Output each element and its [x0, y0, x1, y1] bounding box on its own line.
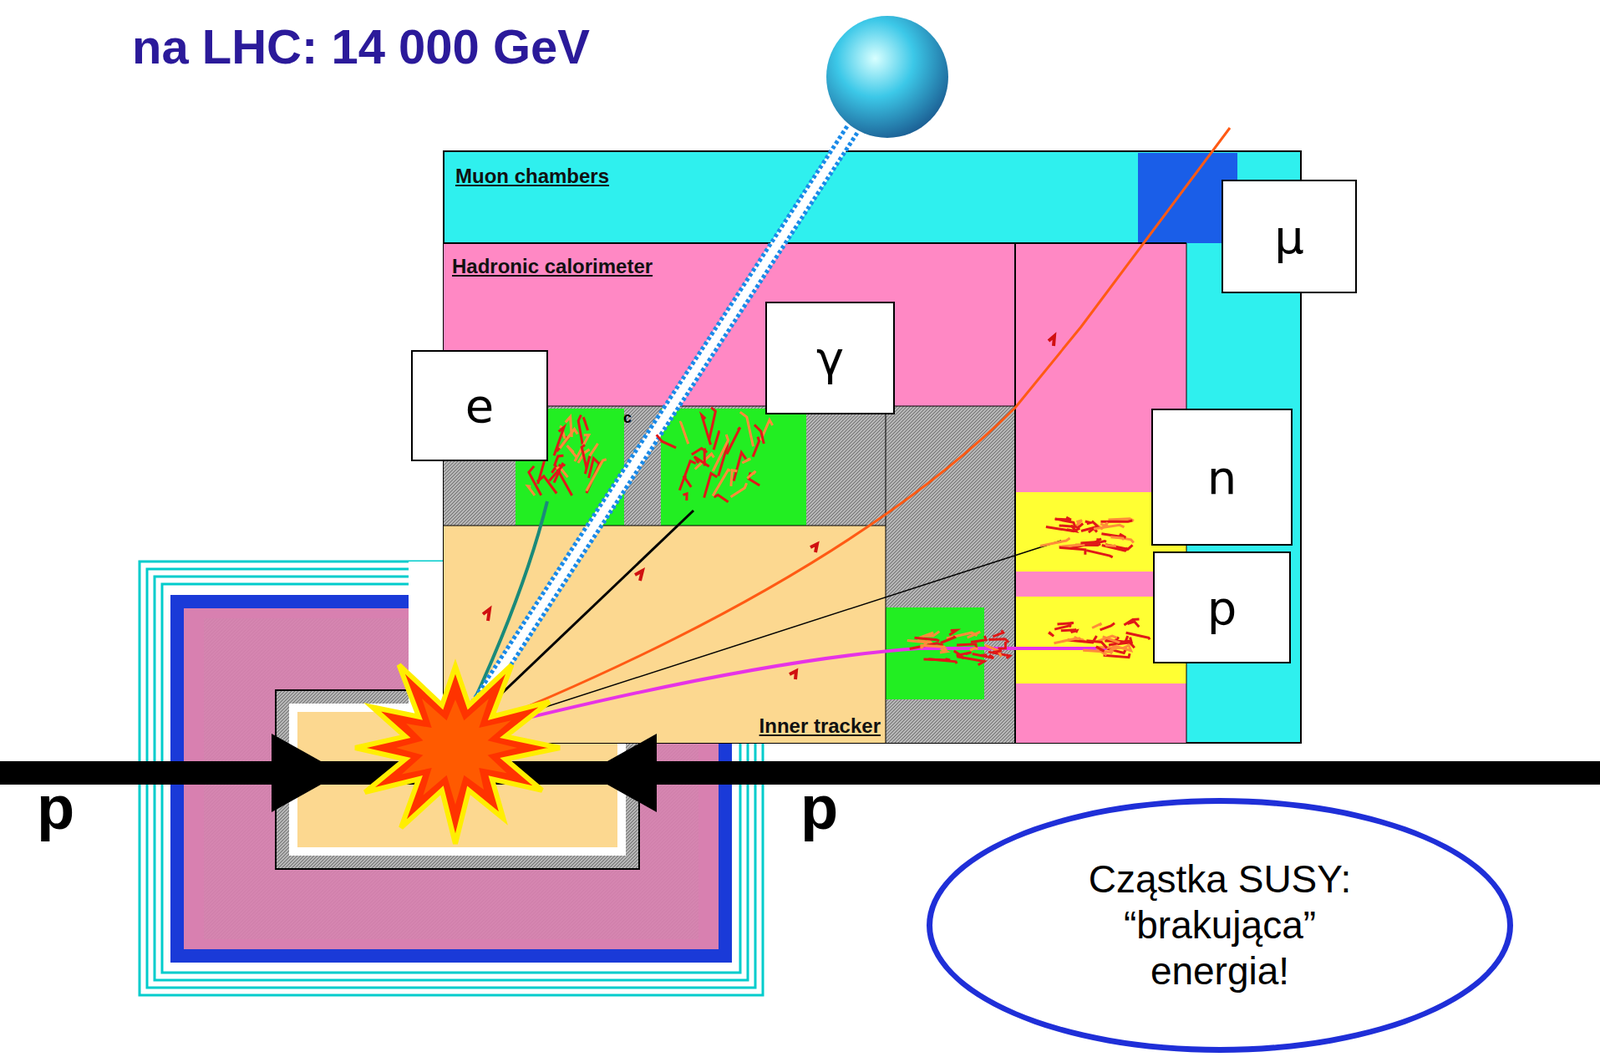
- callout-ellipse: Cząstka SUSY: “brakująca” energia!: [926, 797, 1514, 1053]
- particle-tracks: [452, 126, 1230, 739]
- collision-core: [396, 698, 518, 805]
- particle-label-box: γ: [765, 301, 895, 415]
- particle-symbol: γ: [816, 330, 844, 386]
- particle-showers: [521, 407, 1150, 666]
- region-label: Hadronic calorimeter: [452, 254, 653, 279]
- detector-panel: [443, 151, 1301, 743]
- proton-label: p: [800, 777, 839, 839]
- inner-tracker-region: Inner tracker: [443, 525, 886, 743]
- proton-label: p: [36, 777, 75, 839]
- susy-particle: [826, 15, 949, 138]
- particle-symbol: p: [1207, 580, 1238, 635]
- particle-symbol: e: [465, 378, 494, 433]
- callout-text: Cząstka SUSY: “brakująca” energia!: [1077, 856, 1362, 996]
- particle-label-box: μ: [1221, 179, 1357, 294]
- muon-chambers-region: Muon chambers: [443, 151, 1301, 244]
- region-label: Inner tracker: [759, 714, 881, 738]
- partial-region-label: c: [623, 410, 632, 426]
- particle-label-box: e: [411, 350, 549, 462]
- region-label: Muon chambers: [455, 164, 610, 188]
- collision-burst: [355, 665, 560, 844]
- particle-symbol: n: [1207, 450, 1238, 505]
- title: na LHC: 14 000 GeV: [132, 18, 590, 75]
- particle-label-box: n: [1151, 408, 1293, 546]
- proton-beams: [0, 733, 1600, 813]
- particle-symbol: μ: [1274, 209, 1305, 265]
- particle-label-box: p: [1153, 551, 1291, 664]
